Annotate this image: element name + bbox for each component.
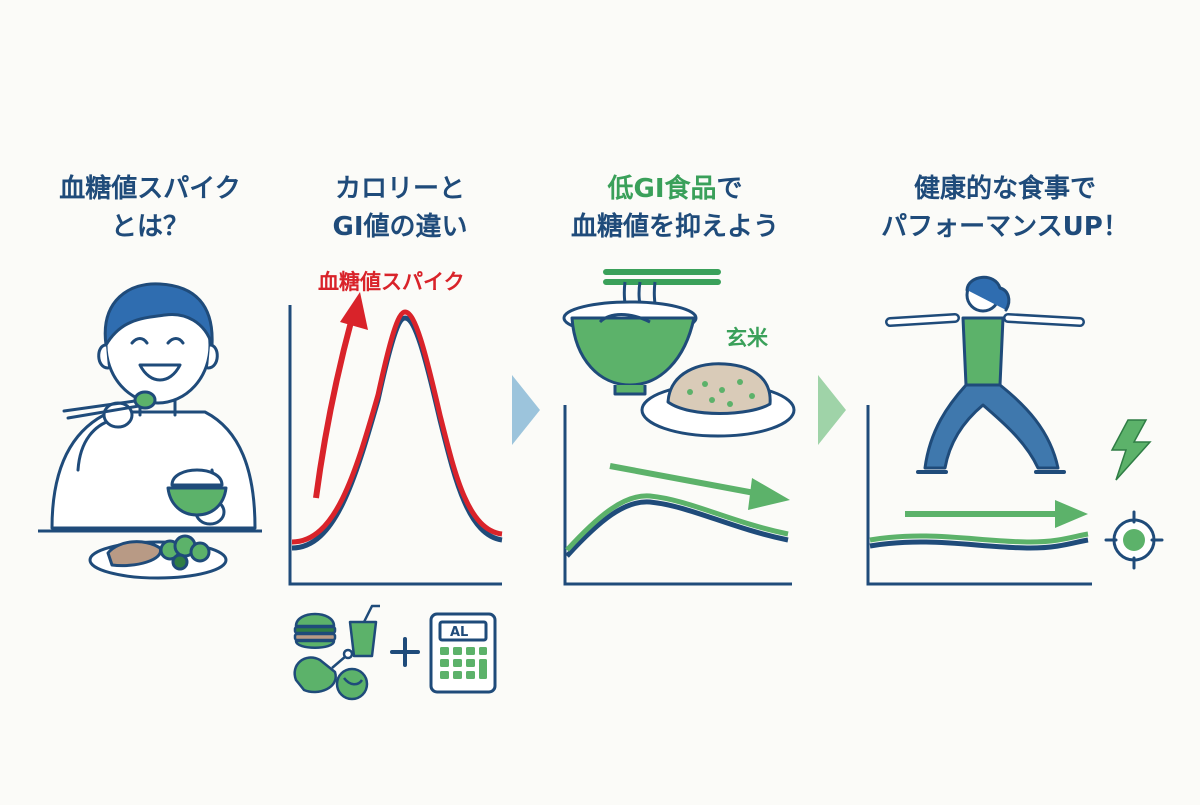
spike-curve-red — [291, 309, 503, 545]
plus-icon — [390, 637, 420, 667]
drink-icon — [348, 604, 380, 658]
panel3-title: 低GI食品で 血糖値を抑えよう — [540, 170, 810, 246]
low-gi-curve-green — [565, 493, 789, 552]
panel1-title: 血糖値スパイク とは？ — [30, 170, 270, 246]
trend-arrow-icon — [905, 500, 1088, 528]
panel4-title: 健康的な食事で パフォーマンスUP！ — [845, 170, 1165, 246]
panel4-title-line2: パフォーマンスUP！ — [881, 212, 1129, 242]
spike-curve-label: 血糖値スパイク — [318, 270, 465, 294]
brown-rice-label: 玄米 — [726, 326, 768, 350]
panel3-title-rest: で — [716, 174, 743, 204]
calculator-icon — [429, 612, 497, 694]
chevron-right-icon — [818, 375, 846, 445]
panel2-title: カロリーと GI値の違い — [290, 170, 510, 246]
panel3-axes — [563, 405, 792, 586]
stable-curve-blue — [869, 537, 1089, 551]
panel2-axes — [288, 305, 502, 586]
panel4-title-line1: 健康的な食事で — [913, 174, 1096, 204]
meal-plate-icon — [88, 534, 228, 580]
low-gi-curve-blue — [565, 499, 789, 558]
spike-arrow-icon — [313, 292, 368, 499]
burger-icon — [293, 612, 337, 649]
panel1-title-line1: 血糖値スパイク — [59, 174, 241, 204]
chicken-leg-icon — [293, 648, 354, 694]
chevron-right-icon — [512, 375, 540, 445]
brown-rice-plate-icon — [640, 362, 796, 438]
calculator-display: AL — [450, 625, 468, 640]
trend-arrow-icon — [609, 463, 790, 510]
panel1-title-line2: とは？ — [110, 212, 189, 242]
noodle-bowl-icon — [562, 269, 721, 396]
panel4-axes — [866, 405, 1092, 586]
vegetable-icon — [335, 667, 369, 701]
panel3-title-line1: 低GI食品で — [540, 170, 810, 208]
panel3-title-highlight: 低GI食品 — [607, 174, 717, 204]
stable-curve-green — [869, 531, 1089, 545]
panel2-title-line2: GI値の違い — [332, 212, 468, 242]
lightning-icon — [1110, 419, 1152, 481]
rice-bowl-icon — [166, 468, 228, 517]
panel2-title-line1: カロリーと — [334, 174, 465, 204]
woman-exercising-icon — [885, 275, 1085, 474]
panel3-title-line2: 血糖値を抑えよう — [570, 212, 779, 242]
target-icon — [1104, 510, 1164, 570]
